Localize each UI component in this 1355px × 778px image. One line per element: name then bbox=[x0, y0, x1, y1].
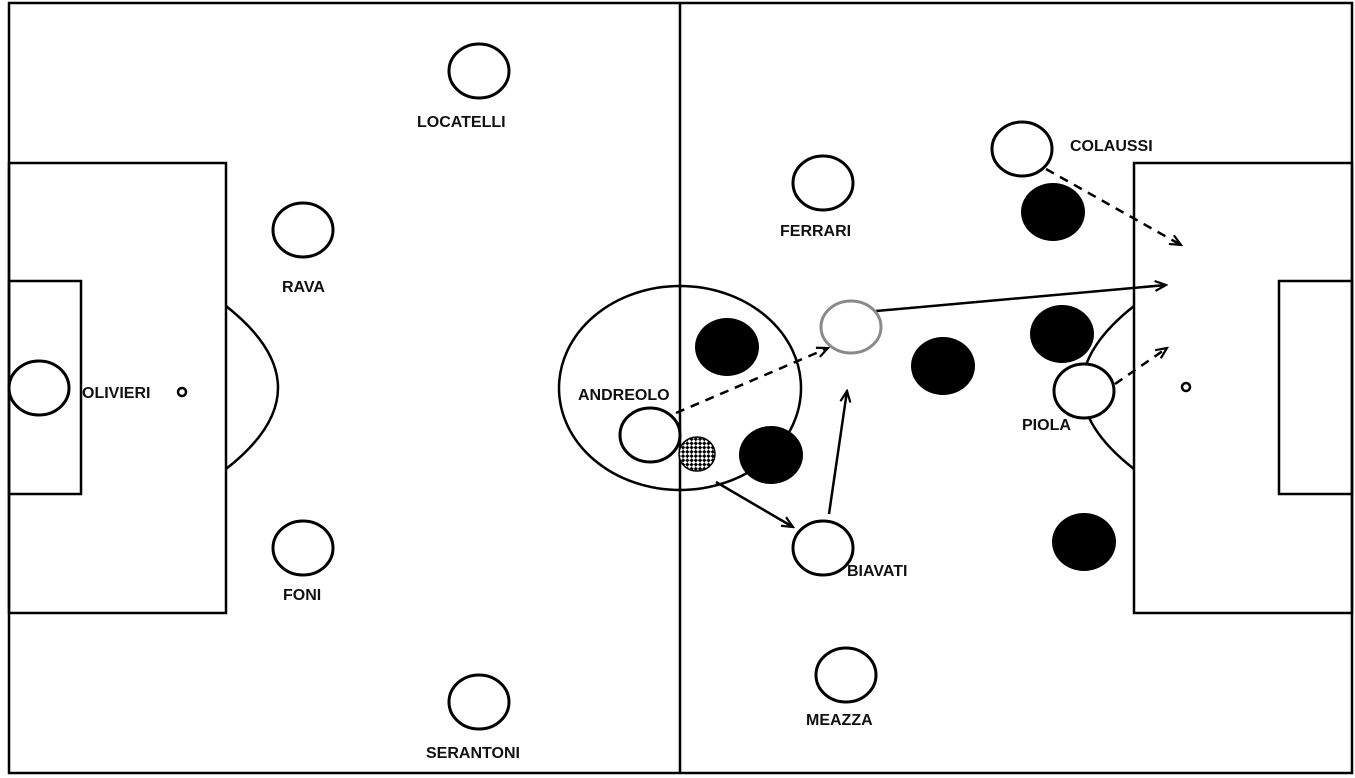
player-piola bbox=[1052, 362, 1116, 420]
player-locatelli bbox=[447, 42, 511, 100]
opponent-marker bbox=[1052, 513, 1116, 571]
player-foni bbox=[271, 519, 335, 577]
run-arrow-colaussi bbox=[1045, 167, 1181, 245]
left-penalty-arc bbox=[225, 305, 280, 470]
label-piola: PIOLA bbox=[1022, 417, 1071, 434]
pitch bbox=[7, 1, 1354, 775]
player-meazza bbox=[814, 646, 878, 704]
opponent-marker bbox=[1030, 305, 1094, 363]
player-colaussi bbox=[990, 120, 1054, 178]
opponent-marker bbox=[911, 337, 975, 395]
right-penalty-spot bbox=[1180, 381, 1192, 393]
player-olivieri bbox=[7, 359, 71, 417]
label-locatelli: LOCATELLI bbox=[417, 114, 506, 131]
opponent-marker bbox=[695, 318, 759, 376]
player-rava bbox=[271, 201, 335, 259]
label-biavati: BIAVATI bbox=[847, 563, 907, 580]
checkered-ball-icon bbox=[678, 436, 716, 472]
label-foni: FONI bbox=[283, 587, 321, 604]
player-biavati bbox=[791, 519, 855, 577]
label-colaussi: COLAUSSI bbox=[1070, 138, 1153, 155]
player-serantoni bbox=[447, 673, 511, 731]
right-penalty-area bbox=[1132, 161, 1354, 615]
players: OLIVIERI RAVA FONI LOCATELLI SERANTONI A… bbox=[7, 42, 1153, 762]
opponents bbox=[695, 183, 1116, 571]
left-penalty-spot bbox=[176, 386, 188, 398]
player-ferrari bbox=[791, 154, 855, 212]
pass-arrow-ball-to-biavati bbox=[715, 480, 793, 527]
run-arrow-piola bbox=[1114, 348, 1167, 386]
label-serantoni: SERANTONI bbox=[426, 745, 520, 762]
label-meazza: MEAZZA bbox=[806, 712, 873, 729]
player-andreolo bbox=[618, 406, 682, 464]
pass-arrow-andreolo-to-space bbox=[675, 348, 828, 415]
run-arrow-biavati-forward bbox=[827, 391, 847, 515]
movements bbox=[675, 167, 1181, 527]
label-ferrari: FERRARI bbox=[780, 223, 851, 240]
player-ghost-position bbox=[819, 299, 883, 355]
pass-arrow-to-box bbox=[875, 285, 1166, 313]
label-olivieri: OLIVIERI bbox=[82, 385, 150, 402]
center-circle bbox=[557, 284, 803, 492]
opponent-marker bbox=[1021, 183, 1085, 241]
opponent-marker bbox=[739, 426, 803, 484]
label-andreolo: ANDREOLO bbox=[578, 387, 670, 404]
label-rava: RAVA bbox=[282, 279, 325, 296]
right-goal-area bbox=[1277, 279, 1354, 496]
